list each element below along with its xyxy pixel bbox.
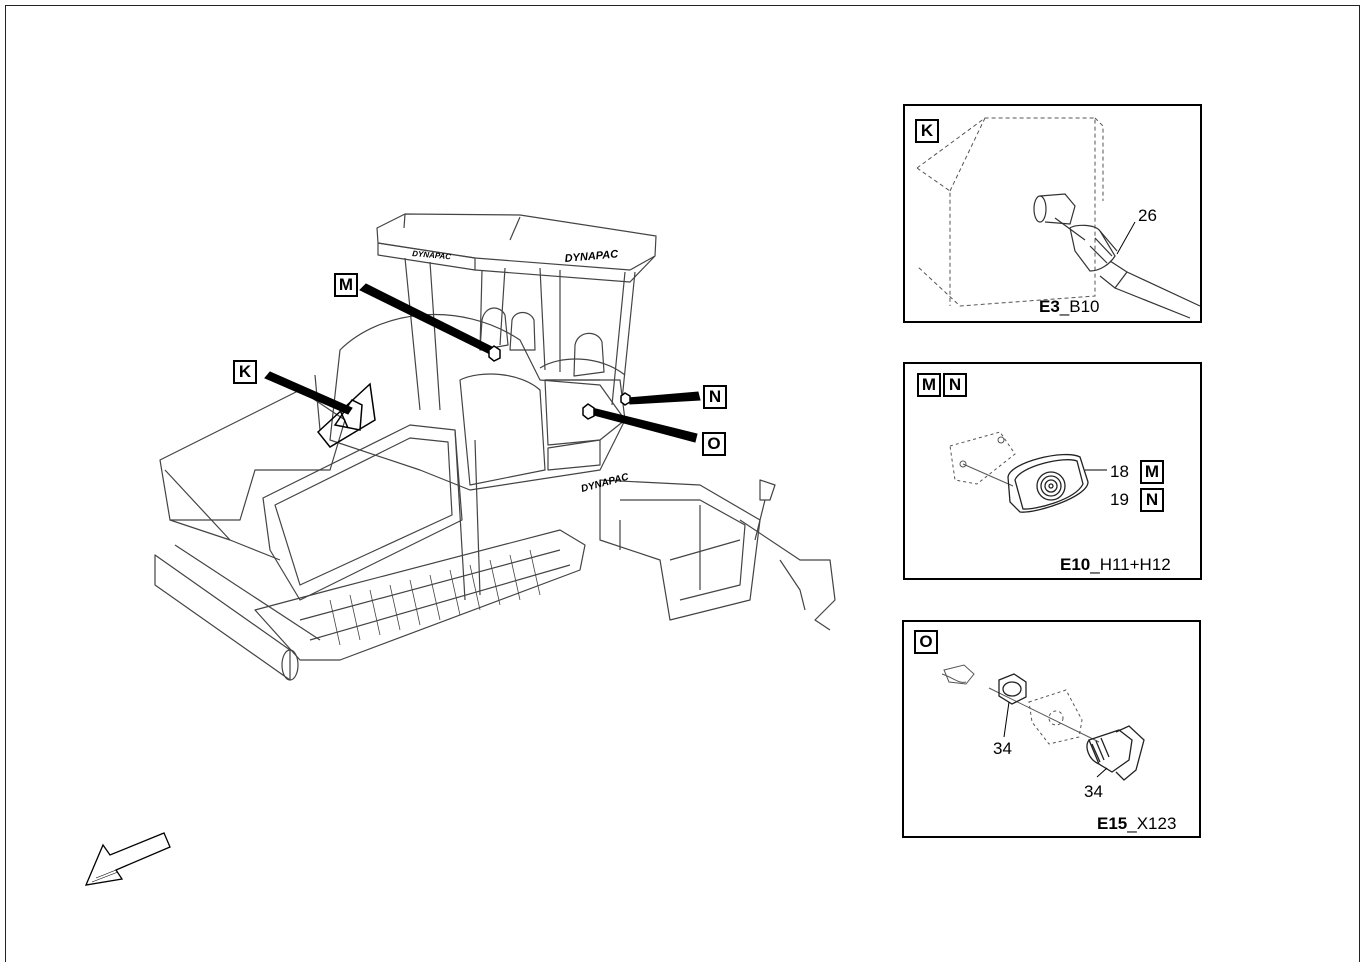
part-34-socket: 34: [1084, 782, 1103, 801]
socket-drawing: [941, 664, 1145, 781]
callout-o: O: [702, 432, 726, 456]
part-19-tag: N: [1140, 488, 1164, 512]
detail-mn-caption: E10_H11+H12: [1060, 555, 1171, 575]
part-34-nut: 34: [993, 739, 1012, 758]
detail-o-tag: O: [914, 630, 938, 654]
detail-n-tag: N: [943, 373, 967, 397]
callout-n: N: [703, 385, 727, 409]
part-26: 26: [1138, 206, 1157, 225]
detail-mn-caption-code: E10: [1060, 555, 1091, 574]
marker-o-icon: [582, 403, 595, 420]
brand-roof: DYNAPAC: [564, 248, 619, 265]
detail-box-o: O 34 34 E15_X123: [902, 620, 1201, 838]
page-frame: [5, 5, 1360, 962]
detail-box-k: K 26 E3_B10: [903, 104, 1202, 323]
detail-k-caption-rest: _B10: [1059, 297, 1100, 316]
detail-o-caption: E15_X123: [1097, 814, 1176, 834]
leader-k: [264, 371, 353, 415]
marker-n-icon: [620, 392, 631, 406]
detail-k-tag: K: [915, 119, 939, 143]
detail-o-caption-code: E15: [1097, 814, 1128, 833]
brand-body: DYNAPAC: [580, 471, 631, 494]
detail-mn-caption-rest: _H11+H12: [1090, 555, 1171, 574]
sensor-drawing: [916, 117, 1201, 319]
detail-k-caption-code: E3: [1039, 297, 1060, 316]
leader-n: [627, 391, 701, 405]
leader-o: [589, 407, 698, 443]
marker-m-icon: [488, 345, 501, 362]
callout-m: M: [334, 273, 358, 297]
detail-k-caption: E3_B10: [1039, 297, 1100, 317]
callout-k: K: [233, 360, 257, 384]
direction-arrow-icon: [84, 832, 171, 886]
brand-roof-small: DYNAPAC: [412, 249, 452, 261]
detail-o-caption-rest: _X123: [1127, 814, 1177, 833]
roof-canopy: [376, 213, 657, 283]
marker-k-icon: [316, 382, 376, 448]
part-18-tag: M: [1140, 460, 1164, 484]
lamp-drawing: [949, 431, 1107, 513]
part-18: 18: [1110, 462, 1129, 481]
part-19: 19: [1110, 490, 1129, 509]
detail-box-mn: M N 18 M 19 N E10_H11+H12: [903, 362, 1202, 580]
detail-m-tag: M: [917, 373, 941, 397]
